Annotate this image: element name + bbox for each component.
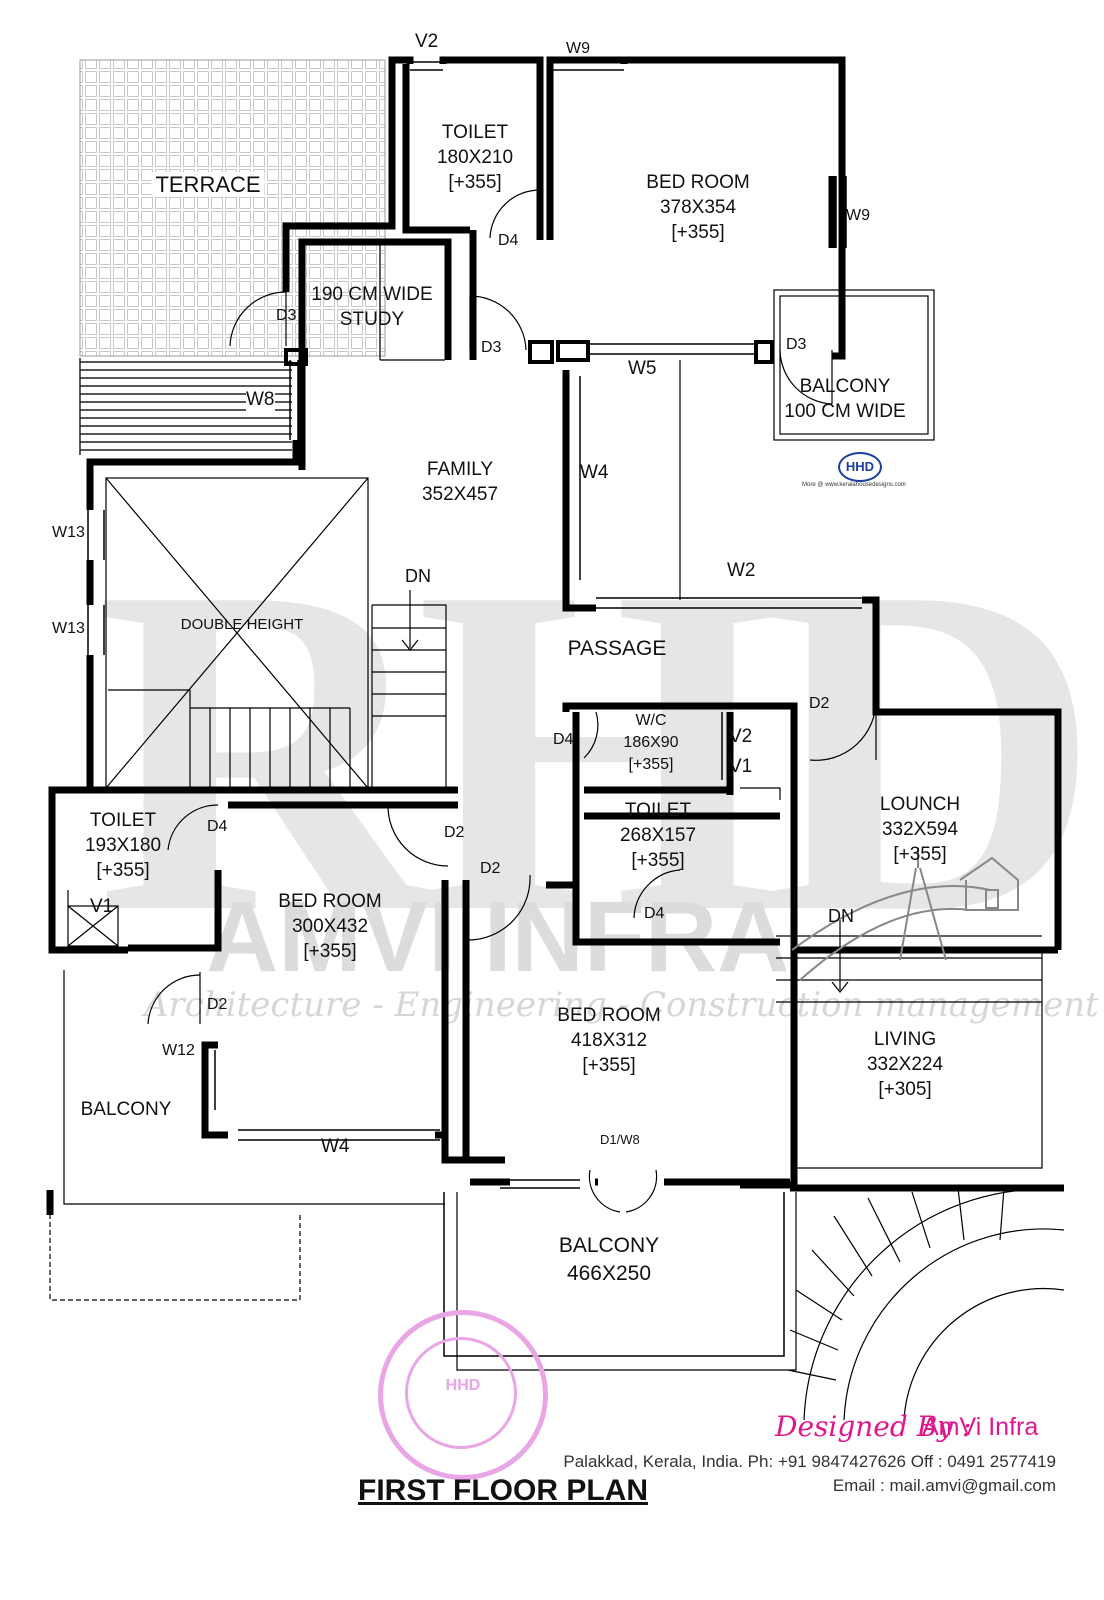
passage-label: PASSAGE: [567, 637, 667, 660]
tag-d2-bed-b: D2: [480, 860, 501, 877]
tag-w4-family: W4: [580, 462, 609, 483]
tag-d3-balcony: D3: [786, 336, 807, 353]
tag-d2-balcony: D2: [207, 996, 228, 1013]
tag-dn-living: DN: [828, 906, 854, 926]
tag-v1-mid: V1: [729, 756, 753, 777]
interior-lines: [49, 244, 1043, 1371]
stamp-inner-ring: [405, 1337, 517, 1449]
balcony-left-label: BALCONY: [80, 1099, 172, 1120]
tag-d1w8: D1/W8: [600, 1132, 640, 1147]
windows: [87, 61, 862, 1189]
tag-v2-top: V2: [415, 31, 439, 52]
compass-house-motif: [791, 848, 1019, 981]
stamp-text: HHD: [445, 1377, 481, 1394]
tag-d4-mid-toilet: D4: [644, 905, 665, 922]
firm-name: AmVi Infra: [922, 1413, 1039, 1441]
tag-d3-family: D3: [481, 339, 502, 356]
tag-v1-left: V1: [90, 896, 114, 917]
terrace-label: TERRACE: [151, 172, 265, 197]
spiral-stair: [787, 1187, 1065, 1421]
tag-w4-bottom: W4: [321, 1136, 350, 1157]
hhd-logo: HHD: [838, 452, 882, 482]
tag-w5: W5: [628, 358, 657, 379]
tag-d4-top: D4: [498, 232, 519, 249]
hhd-stamp: HHD: [378, 1310, 548, 1480]
tag-w13-b: W13: [52, 620, 85, 637]
tag-w12: W12: [162, 1042, 195, 1059]
plan-title: FIRST FLOOR PLAN: [358, 1474, 648, 1507]
tag-d2-bed-a: D2: [444, 824, 465, 841]
designed-by: Designed By :: [775, 1410, 972, 1443]
hhd-logo-url: More @ www.keralahousedesigns.com: [802, 482, 906, 488]
door-swings: [147, 189, 877, 1213]
tag-w9-top: W9: [566, 40, 590, 57]
tag-w2: W2: [727, 560, 756, 581]
tag-w8: W8: [246, 389, 275, 411]
contact-address: Palakkad, Kerala, India. Ph: +91 9847427…: [563, 1452, 1056, 1471]
tag-d3-study: D3: [276, 307, 297, 324]
double-height-label: DOUBLE HEIGHT: [180, 616, 304, 633]
tag-d4-wc: D4: [553, 731, 574, 748]
tag-dn-stair: DN: [405, 566, 431, 586]
tag-v2-mid: V2: [729, 726, 753, 747]
terrace-tiles: [80, 60, 385, 356]
contact-email: Email : mail.amvi@gmail.com: [832, 1476, 1056, 1495]
exterior-walls: [46, 56, 1064, 1215]
tag-w9-right: W9: [846, 207, 870, 224]
tag-w13-a: W13: [52, 524, 85, 541]
tag-d2-lounch: D2: [809, 695, 830, 712]
tag-d4-left-toilet: D4: [207, 818, 228, 835]
